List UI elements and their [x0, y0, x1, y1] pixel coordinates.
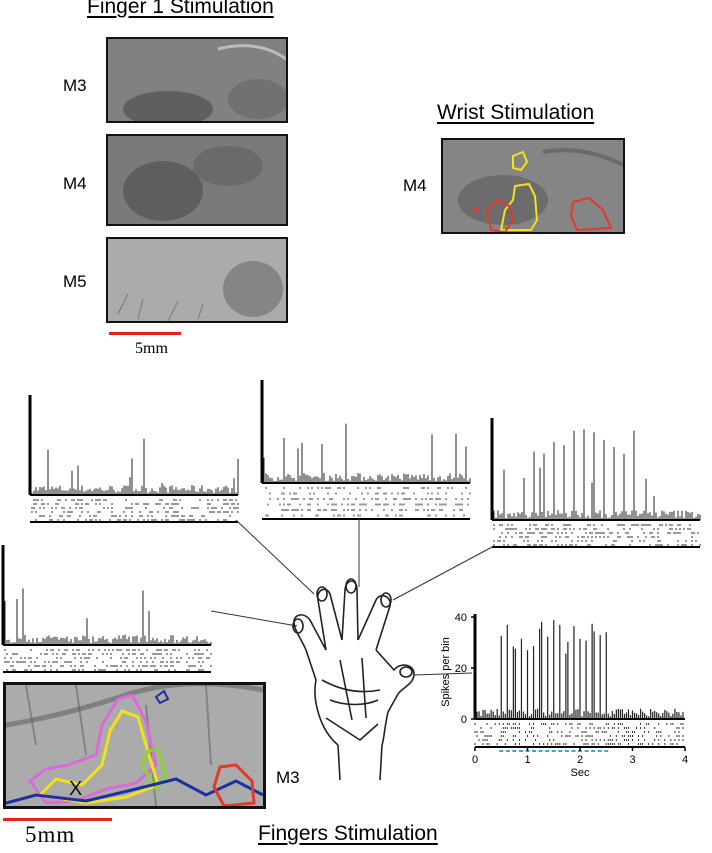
fingers-outline-svg: X — [6, 685, 263, 806]
m5-image — [106, 237, 288, 323]
wrist-outline-red-left — [485, 198, 515, 232]
bottom-scale-bar — [3, 818, 112, 821]
m3-image-texture — [108, 39, 286, 121]
chart-bars — [474, 620, 684, 719]
chart-x-tick-label-3: 3 — [629, 754, 635, 766]
chart-x-tick-label-4: 4 — [682, 754, 688, 766]
outline-yellow — [36, 709, 160, 805]
outline-red — [212, 763, 256, 806]
hand-outline — [292, 578, 415, 781]
fingers-outline-map: X — [3, 682, 266, 809]
top-scale-label: 5mm — [135, 340, 168, 357]
m4-image — [106, 134, 288, 226]
chart-x-tick-label-1: 1 — [524, 754, 530, 766]
wrist-outline-map — [443, 140, 623, 232]
hist-finger4-raster — [493, 524, 701, 546]
hand-m3-label: M3 — [276, 768, 300, 787]
fingers-title: Fingers Stimulation — [258, 822, 438, 845]
m3-label: M3 — [63, 76, 87, 95]
finger1-title: Finger 1 Stimulation — [87, 0, 274, 18]
chart-y-tick-label-2: 40 — [455, 612, 467, 624]
wrist-m4-label: M4 — [403, 176, 427, 195]
m5-label: M5 — [63, 272, 87, 291]
wrist-outline-red-right — [569, 196, 613, 232]
map-marker-x: X — [69, 778, 82, 800]
outline-blue — [6, 777, 263, 805]
chart-x-axis-label: Sec — [571, 767, 590, 779]
wrist-outline-yellow-large — [499, 182, 539, 231]
top-scale-bar — [109, 332, 181, 335]
hist-finger4-bars — [493, 429, 701, 520]
m3-image — [106, 37, 288, 123]
chart-y-tick-label-1: 20 — [455, 663, 467, 675]
bottom-scale-label: 5mm — [25, 822, 76, 847]
connector-lines — [210, 519, 495, 676]
chart-y-tick-label-0: 0 — [461, 714, 467, 726]
hist-finger1-raster — [4, 649, 212, 671]
wrist-outline-yellow-small — [512, 150, 529, 172]
outline-blue-small — [154, 689, 170, 705]
wrist-m4-image — [441, 138, 625, 234]
chart-x-tick-label-2: 2 — [577, 754, 583, 766]
m5-image-texture — [108, 239, 286, 321]
chart-y-axis-label: Spikes per bin — [440, 637, 452, 707]
wrist-title: Wrist Stimulation — [437, 101, 595, 124]
m4-image-texture — [108, 136, 286, 224]
hist-finger3-bars — [263, 423, 471, 483]
chart-x-tick-label-0: 0 — [472, 754, 478, 766]
hist-finger1-bars — [4, 588, 212, 645]
hist-finger3-raster — [265, 487, 471, 517]
hist-finger2-raster — [31, 499, 239, 521]
chart-raster — [474, 723, 684, 745]
m4-label: M4 — [63, 174, 87, 193]
